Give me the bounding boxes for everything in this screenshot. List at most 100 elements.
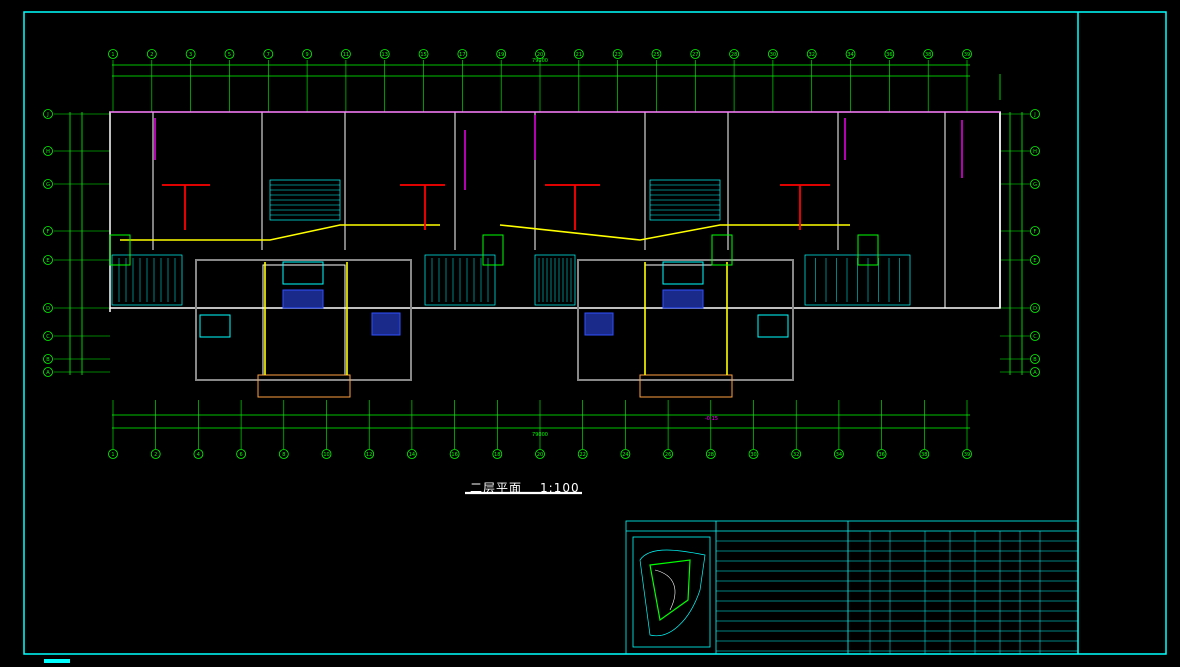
bottom-axis-label: 1	[111, 452, 114, 458]
row-axis-label-left: D	[46, 306, 50, 312]
bottom-axis-bubble	[193, 449, 204, 459]
drawing-scale: 1:100	[540, 481, 580, 495]
row-axis-bubble-left	[43, 146, 53, 156]
bottom-axis-bubble	[364, 449, 375, 459]
top-axis-bubble	[457, 49, 468, 59]
top-axis-bubble	[224, 49, 235, 59]
bottom-axis-bubble	[577, 449, 588, 459]
level-mark: -0.15	[705, 416, 718, 422]
top-axis-bubble	[768, 49, 778, 59]
row-axis-bubble-right	[1030, 331, 1040, 341]
bottom-axis-bubble	[278, 449, 289, 459]
top-axis-label: 25	[653, 52, 659, 58]
hot-water-pipes-red	[162, 184, 830, 230]
title-block	[625, 520, 1079, 655]
top-axis-label: 23	[614, 52, 620, 58]
row-axis-bubble-left	[43, 179, 53, 189]
bottom-axis-bubble	[108, 449, 118, 459]
top-axis-label: 32	[809, 52, 815, 58]
bottom-axis-bubble	[492, 449, 503, 459]
bottom-axis-bubble	[876, 449, 887, 459]
top-axis-bubble	[535, 49, 545, 59]
bottom-axis-bubble	[748, 449, 759, 459]
row-axis-bubble-right	[1030, 303, 1040, 313]
top-axis-label: 39	[964, 52, 970, 58]
bottom-axis-label: 36	[878, 452, 884, 458]
row-axis-label-left: F	[47, 229, 50, 235]
top-axis-label: 28	[731, 52, 737, 58]
top-axis-bubble	[379, 49, 390, 59]
drawing-name: 二层平面	[470, 481, 523, 495]
scale-bar-marker	[44, 659, 70, 663]
title-block-rows	[716, 531, 1078, 654]
row-axis-bubble-left	[43, 331, 53, 341]
bottom-axis-bubble	[834, 449, 844, 459]
top-axis-label: 20	[537, 52, 543, 58]
row-axis-bubble-left	[43, 303, 53, 313]
bottom-axis-label: 4	[197, 452, 200, 458]
bottom-axis-bubble	[236, 449, 247, 459]
row-axis-bubble-left	[43, 354, 53, 364]
top-axis-bubble	[612, 49, 623, 59]
row-axis-bubble-left	[43, 109, 53, 119]
drawing-border	[23, 11, 1167, 655]
row-axis-label-right: E	[1033, 258, 1036, 264]
top-axis-label: 34	[847, 52, 853, 58]
drain-pipes-magenta	[110, 111, 1000, 190]
row-axis-label-right: B	[1033, 357, 1037, 363]
top-axis-label: 9	[305, 52, 308, 58]
interior-walls	[152, 112, 946, 398]
drawing-title: 二层平面 1:100	[470, 479, 580, 496]
bottom-axis-label: 10	[323, 452, 329, 458]
top-axis-label: 38	[925, 52, 931, 58]
key-plan	[632, 536, 711, 648]
stair-blocks	[111, 179, 911, 306]
bottom-axis-label: 2	[154, 452, 157, 458]
bottom-axis-bubble	[321, 449, 332, 459]
bottom-axis-label: 14	[409, 452, 415, 458]
bottom-axis-bubble	[962, 449, 972, 459]
row-axis-bubble-right	[1030, 109, 1040, 119]
top-axis-bubble	[302, 49, 312, 59]
top-axis-bubble	[418, 49, 429, 59]
bottom-axis-bubble	[705, 449, 716, 459]
top-axis-label: 27	[692, 52, 698, 58]
top-axis-bubble	[496, 49, 507, 59]
top-axis-bubble	[884, 49, 895, 59]
row-axis-label-left: J	[46, 112, 48, 118]
bottom-axis-label: 34	[836, 452, 842, 458]
bottom-axis-bubble	[150, 449, 161, 459]
bottom-axis-bubble	[449, 449, 460, 459]
top-axis-label: 15	[420, 52, 426, 58]
row-axis-bubble-right	[1030, 179, 1040, 189]
row-axis-label-right: H	[1033, 149, 1037, 155]
top-axis-bubble	[651, 49, 662, 59]
bottom-axis-bubble	[406, 449, 417, 459]
top-axis-bubble	[263, 49, 274, 59]
bottom-axis-bubble	[919, 449, 930, 459]
row-axis-label-right: G	[1033, 182, 1037, 188]
row-axis-label-left: A	[46, 370, 50, 376]
row-axis-label-right: C	[1033, 334, 1037, 340]
water-pipes-yellow	[120, 224, 850, 375]
row-axis-bubble-left	[43, 367, 53, 377]
row-axis-label-right: A	[1033, 370, 1037, 376]
top-axis-label: 2	[150, 52, 153, 58]
top-axis-bubble	[923, 49, 934, 59]
row-axis-label-right: J	[1033, 112, 1035, 118]
bottom-axis-label: 6	[240, 452, 243, 458]
top-axis-label: 19	[498, 52, 504, 58]
bottom-axis-label: 26	[665, 452, 671, 458]
bottom-axis-label: 16	[451, 452, 457, 458]
bottom-axis-bubble	[791, 449, 802, 459]
row-axis-label-left: H	[46, 149, 50, 155]
row-axis-label-right: D	[1033, 306, 1037, 312]
top-axis-label: 1	[111, 52, 114, 58]
top-axis-bubble	[185, 49, 196, 59]
bottom-axis-label: 22	[580, 452, 586, 458]
row-axis-bubble-right	[1030, 354, 1040, 364]
fixtures	[109, 234, 879, 338]
